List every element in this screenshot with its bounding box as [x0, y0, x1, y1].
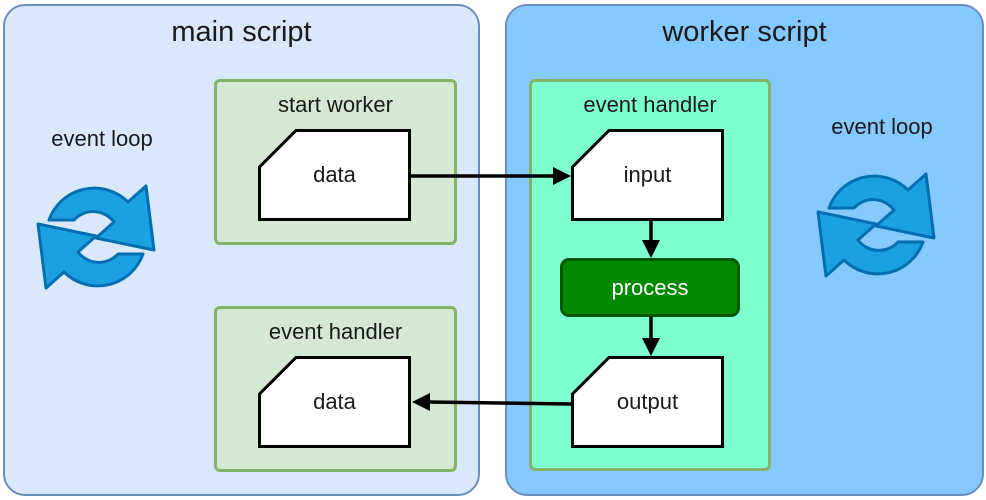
main-event-handler-title: event handler	[268, 319, 403, 344]
card-shape	[571, 129, 724, 221]
output-label: output	[616, 389, 679, 414]
arrowhead-icon	[553, 167, 571, 185]
process-step: process	[560, 258, 740, 317]
card-shape	[258, 356, 411, 448]
arrowhead-icon	[412, 393, 430, 411]
worker-script-title: worker script	[662, 16, 827, 48]
input-label: input	[623, 162, 672, 187]
arrowhead-icon	[642, 338, 660, 356]
worker-event-handler-title: event handler	[583, 92, 717, 117]
worker-event-loop-label: event loop	[831, 114, 933, 139]
output-to-data-arrow	[427, 400, 572, 406]
input-card: input	[571, 129, 724, 221]
output-card: output	[571, 356, 724, 448]
event-loop-icon	[816, 172, 936, 278]
card-shape	[571, 356, 724, 448]
main-script-title: main script	[171, 16, 312, 48]
event-loop-icon	[36, 184, 156, 290]
start-data-label: data	[313, 162, 356, 187]
start-worker-title: start worker	[278, 92, 393, 117]
card-shape	[258, 129, 411, 221]
start-data-card: data	[258, 129, 411, 221]
arrowhead-icon	[642, 240, 660, 258]
received-data-label: data	[313, 389, 356, 414]
main-event-loop-label: event loop	[51, 126, 153, 151]
received-data-card: data	[258, 356, 411, 448]
